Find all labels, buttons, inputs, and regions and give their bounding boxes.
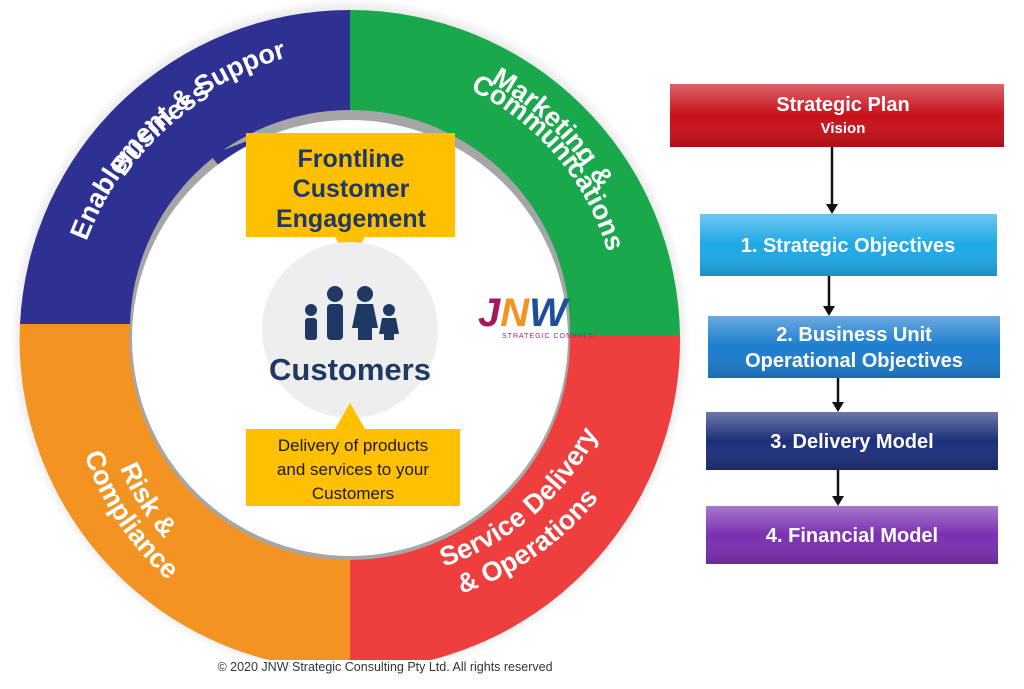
top-callout-line2: Customer bbox=[293, 175, 410, 203]
arrowhead-2-3 bbox=[832, 402, 844, 412]
arrowhead-3-4 bbox=[832, 496, 844, 506]
flow-box-delivery-model: 3. Delivery Model bbox=[706, 412, 998, 470]
flow-box-0-title: Strategic Plan bbox=[776, 94, 909, 116]
bottom-callout-line2: and services to your bbox=[277, 460, 429, 479]
family-icon bbox=[305, 286, 399, 340]
top-callout: Frontline Customer Engagement bbox=[246, 133, 455, 262]
segment-service-delivery bbox=[350, 336, 681, 660]
segment-marketing-communications bbox=[350, 9, 680, 336]
wheel-ring bbox=[19, 9, 681, 660]
strategy-flow: Strategic Plan Vision 1. Strategic Objec… bbox=[670, 84, 1004, 564]
strategy-diagram: Business Enablement & Support Marketing … bbox=[10, 0, 1004, 660]
bottom-callout: Delivery of products and services to you… bbox=[246, 403, 460, 506]
flow-box-business-unit: 2. Business Unit Operational Objectives bbox=[708, 316, 1000, 378]
svg-text:JNW: JNW bbox=[478, 291, 570, 335]
flow-box-strategic-objectives: 1. Strategic Objectives bbox=[700, 214, 997, 276]
customers-hub: Customers bbox=[262, 242, 438, 418]
customers-label: Customers bbox=[269, 352, 431, 387]
jnw-logo: JNW STRATEGIC CONSULTI bbox=[478, 291, 596, 340]
flow-box-financial-model: 4. Financial Model bbox=[706, 506, 998, 564]
flow-box-3-title: 3. Delivery Model bbox=[770, 431, 933, 453]
flow-box-2-title-line2: Operational Objectives bbox=[745, 350, 963, 372]
flow-connectors bbox=[823, 147, 844, 506]
segment-business-enablement bbox=[20, 9, 350, 324]
flow-box-4-title: 4. Financial Model bbox=[766, 525, 938, 547]
flow-box-0-subtitle: Vision bbox=[821, 120, 866, 137]
top-callout-line3: Engagement bbox=[276, 205, 427, 233]
logo-letter-n: N bbox=[500, 291, 530, 335]
customers-circle bbox=[262, 242, 438, 418]
flow-box-2-title-line1: 2. Business Unit bbox=[776, 324, 932, 346]
flow-box-strategic-plan: Strategic Plan Vision bbox=[670, 84, 1004, 147]
top-callout-line1: Frontline bbox=[298, 145, 405, 173]
arrowhead-1-2 bbox=[823, 306, 835, 316]
arrowhead-0-1 bbox=[826, 204, 838, 214]
logo-letter-w: W bbox=[529, 291, 570, 335]
logo-letter-j: J bbox=[478, 291, 501, 335]
copyright-footer: © 2020 JNW Strategic Consulting Pty Ltd.… bbox=[217, 660, 553, 674]
bottom-callout-line3: Customers bbox=[312, 484, 394, 503]
logo-tagline: STRATEGIC CONSULTI bbox=[502, 333, 596, 340]
segment-risk-compliance bbox=[19, 324, 350, 660]
flow-box-1-title: 1. Strategic Objectives bbox=[741, 235, 956, 257]
bottom-callout-line1: Delivery of products bbox=[278, 436, 428, 455]
